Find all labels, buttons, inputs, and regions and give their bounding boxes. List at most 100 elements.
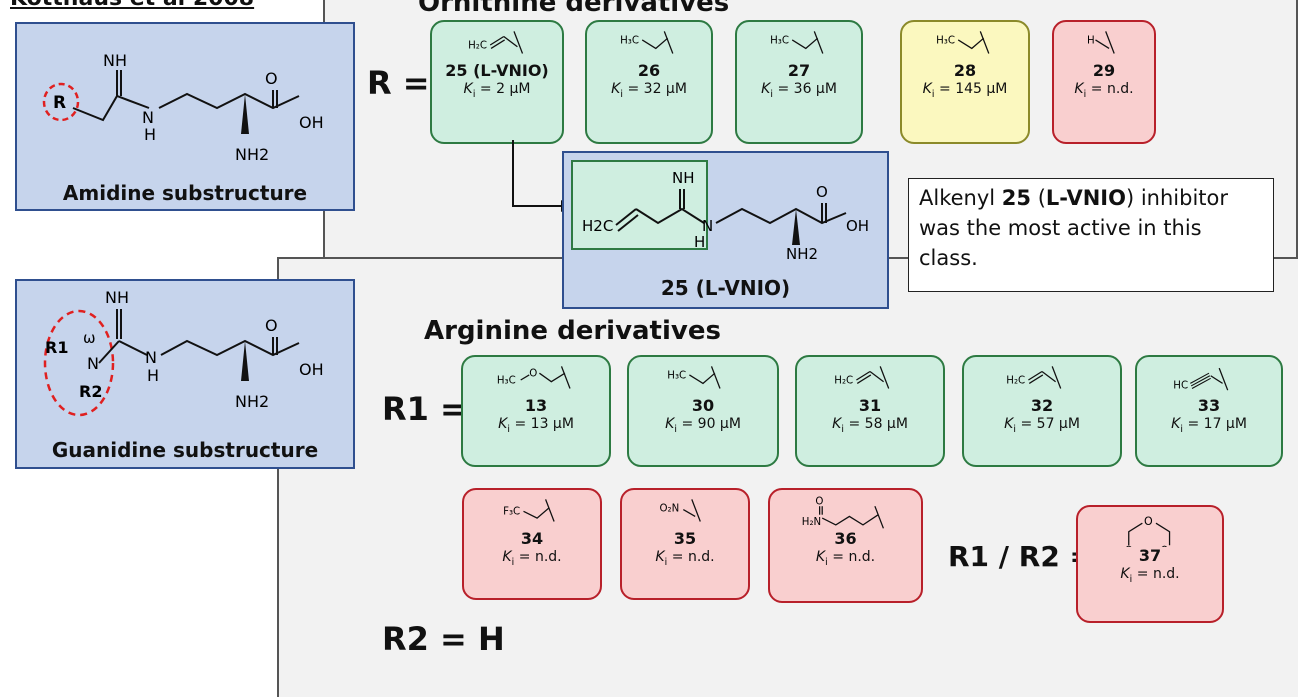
- svg-text:H₂C: H₂C: [834, 375, 853, 386]
- r2-equals-h-label: R2 = H: [382, 620, 505, 658]
- ki-value: Ki = 58 µM: [832, 416, 908, 435]
- svg-text:H₂N: H₂N: [801, 517, 820, 528]
- lvnio-structure: NH H2C N H O OH NH2: [571, 160, 869, 263]
- guanidine-h-label: H: [147, 366, 159, 385]
- r1-text: R1 =: [382, 390, 467, 428]
- activity-note: Alkenyl 25 (L-VNIO) inhibitor was the mo…: [908, 178, 1274, 292]
- svg-text:H: H: [1087, 35, 1095, 46]
- amidine-nh-label: NH: [103, 51, 127, 70]
- compound-number: 34: [520, 529, 544, 548]
- r1-equals-label: R1 =: [382, 390, 467, 428]
- guanidine-nh2-label: NH2: [235, 392, 269, 411]
- guanidine-structure: NH R1 ω N R2 N H O OH NH2: [43, 288, 324, 417]
- arginine-panel: [277, 257, 1298, 697]
- ki-value: Ki = 17 µM: [1171, 416, 1247, 435]
- svg-text:H₃C: H₃C: [620, 35, 639, 46]
- compound-number: 33: [1197, 396, 1221, 415]
- amidine-caption: Amidine substructure: [62, 181, 308, 205]
- guanidine-r1-label: R1: [45, 338, 68, 357]
- svg-text:O₂N: O₂N: [660, 503, 680, 514]
- amidine-nh2-label: NH2: [235, 145, 269, 164]
- compound-number: 36: [834, 529, 857, 548]
- lvnio-oh-label: OH: [846, 217, 869, 235]
- compound-number: 28: [953, 61, 977, 80]
- ki-value: Ki = 2 µM: [463, 81, 531, 100]
- lvnio-n-label: N: [702, 217, 713, 235]
- fragment-structure-25: H₂C: [468, 31, 524, 54]
- compound-number: 30: [691, 396, 715, 415]
- guanidine-oh-label: OH: [299, 360, 324, 379]
- ornithine-title: Ornithine derivatives: [418, 0, 730, 18]
- ki-value: Ki = 90 µM: [665, 416, 741, 435]
- amidine-oh-label: OH: [299, 113, 324, 132]
- fragment-structure-30: H₃C: [667, 366, 721, 389]
- compound-number: 35: [673, 529, 697, 548]
- note-bold-lvnio: L-VNIO: [1045, 186, 1126, 210]
- compound-number: 27: [787, 61, 811, 80]
- lvnio-o-label: O: [816, 183, 828, 201]
- amidine-structure: R NH N H O OH NH2: [42, 51, 324, 164]
- svg-text:H₃C: H₃C: [497, 375, 516, 386]
- ki-value: Ki = 13 µM: [498, 416, 574, 435]
- note-mid: (: [1031, 186, 1046, 210]
- fragment-structure-27: H₃C: [770, 31, 824, 54]
- fragment-structure-33: HC: [1173, 367, 1229, 392]
- svg-text:H₃C: H₃C: [936, 35, 955, 46]
- fragment-structure-26: H₃C: [620, 31, 674, 54]
- compound-number: 13: [524, 396, 548, 415]
- fragment-structure-34: F₃C: [503, 499, 555, 522]
- ki-value: Ki = 36 µM: [761, 81, 837, 100]
- guanidine-o-label: O: [265, 316, 278, 335]
- lvnio-highlight-box: NH H2C N H O OH NH2 25 (L-VNIO): [562, 151, 889, 309]
- lvnio-nh-label: NH: [672, 169, 695, 187]
- note-post: ) inhibitor was the most active in this …: [919, 186, 1228, 270]
- fragment-structure-32: H₂C: [1006, 366, 1062, 389]
- fragment-structure-31: H₂C: [834, 366, 890, 389]
- amidine-o-label: O: [265, 69, 278, 88]
- fragment-structure-28: H₃C: [936, 31, 990, 54]
- lvnio-caption: 25 (L-VNIO): [660, 276, 791, 300]
- arginine-title: Arginine derivatives: [424, 316, 721, 346]
- svg-text:O: O: [529, 369, 537, 380]
- ki-value: Ki = n.d.: [815, 549, 876, 568]
- note-pre: Alkenyl: [919, 186, 1002, 210]
- svg-text:F₃C: F₃C: [503, 507, 520, 518]
- svg-text:H₂C: H₂C: [1006, 375, 1025, 386]
- ki-value: Ki = n.d.: [502, 549, 562, 568]
- r1r2-equals-label: R1 / R2 =: [948, 540, 1094, 573]
- svg-text:O: O: [815, 497, 823, 508]
- fragment-structure-37: O: [1126, 515, 1171, 547]
- lvnio-nh2-label: NH2: [786, 245, 818, 263]
- fragment-structure-35: O₂N: [660, 499, 701, 522]
- amidine-box: R NH N H O OH NH2 Amidine substructure: [15, 22, 355, 211]
- compound-card-25: H₂C 25 (L-VNIO)Ki = 2 µM: [430, 20, 564, 144]
- compound-number: 37: [1138, 546, 1162, 565]
- citation: Kotthaus et al 2008: [10, 0, 254, 11]
- lvnio-h2c-label: H2C: [582, 217, 613, 235]
- guanidine-n-label: N: [87, 354, 99, 373]
- r-equals-label: R =: [367, 64, 430, 102]
- guanidine-r2-label: R2: [79, 382, 102, 401]
- guanidine-nh-label: NH: [105, 288, 129, 307]
- note-bold-25: 25: [1001, 186, 1032, 210]
- lvnio-h-label: H: [694, 233, 705, 251]
- ki-value: Ki = n.d.: [655, 549, 715, 568]
- compound-number: 26: [637, 61, 661, 80]
- svg-text:HC: HC: [1173, 381, 1188, 392]
- compound-number: 32: [1030, 396, 1054, 415]
- compound-number: 25 (L-VNIO): [445, 61, 549, 80]
- amidine-r-label: R: [53, 93, 66, 113]
- ki-value: Ki = 32 µM: [611, 81, 687, 100]
- guanidine-n2-label: N: [145, 348, 157, 367]
